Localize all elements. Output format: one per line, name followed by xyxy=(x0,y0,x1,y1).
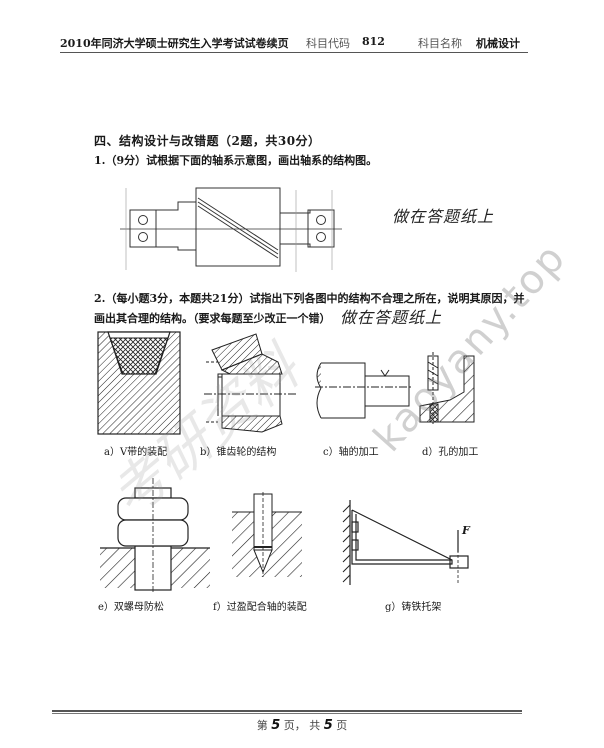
footer-divider xyxy=(52,710,522,712)
section-title: 四、结构设计与改错题（2题，共30分） xyxy=(94,134,321,148)
figure-b-bevel-gear xyxy=(204,333,298,433)
caption-b: b）锥齿轮的结构 xyxy=(200,447,277,458)
question-2-text-line2: 画出其合理的结构。（要求每题至少改正一个错） xyxy=(94,312,331,325)
current-page: 5 xyxy=(271,718,281,733)
figure-g-cast-iron-bracket xyxy=(342,500,469,585)
figure-d-hole-machining xyxy=(419,352,475,424)
subject-code: 812 xyxy=(362,35,385,48)
figure-f-interference-fit xyxy=(232,492,302,577)
force-label: F xyxy=(462,524,470,537)
caption-g: g）铸铁托架 xyxy=(385,602,442,613)
question-2-text-line1: 2.（每小题3分，本题共21分）试指出下列各图中的结构不合理之所在，说明其原因，… xyxy=(94,292,525,305)
subject-name-label: 科目名称 xyxy=(418,37,462,50)
caption-f: f）过盈配合轴的装配 xyxy=(213,602,307,613)
handwritten-note-1: 做在答题纸上 xyxy=(392,207,495,226)
subject-code-label: 科目代码 xyxy=(306,37,350,50)
total-pages: 5 xyxy=(323,718,333,733)
footer-divider-thin xyxy=(52,713,522,714)
figure-a-v-belt xyxy=(97,331,181,435)
shaft-system-sketch xyxy=(120,187,342,272)
page-header: 2010年同济大学硕士研究生入学考试试卷续页 科目代码 812 科目名称 机械设… xyxy=(60,34,528,53)
exam-title: 2010年同济大学硕士研究生入学考试试卷续页 xyxy=(60,37,289,50)
question-1-text: 1.（9分）试根据下面的轴系示意图，画出轴系的结构图。 xyxy=(94,154,378,167)
caption-e: e）双螺母防松 xyxy=(98,602,164,613)
caption-a: a）V带的装配 xyxy=(104,447,168,458)
subject-name: 机械设计 xyxy=(476,37,520,50)
page-footer: 第 5 页， 共 5 页 xyxy=(0,717,604,733)
footer-suffix: 页 xyxy=(336,719,348,732)
figure-c-shaft-machining xyxy=(315,362,413,419)
footer-mid: 页， 共 xyxy=(283,719,321,732)
figure-e-double-nut xyxy=(100,478,210,593)
caption-c: c）轴的加工 xyxy=(323,447,379,458)
handwritten-note-2: 做在答题纸上 xyxy=(340,308,443,327)
footer-prefix: 第 xyxy=(256,719,268,732)
caption-d: d）孔的加工 xyxy=(422,447,479,458)
